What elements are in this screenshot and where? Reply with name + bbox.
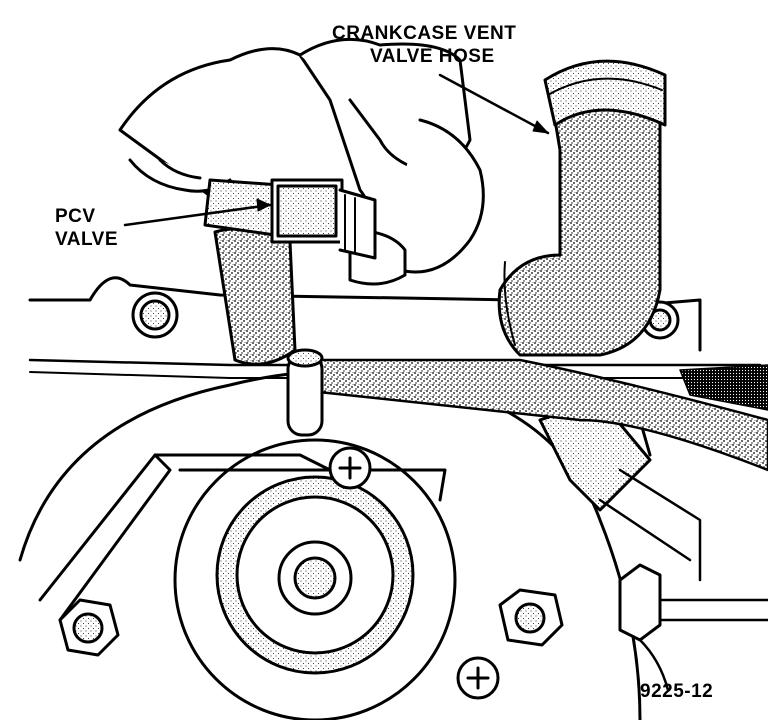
valve-cover-bolt-left [131,291,179,339]
vent-nipple [286,348,324,437]
pcv-label-line1: PCV [55,206,96,227]
crankcase-label-line2: VALVE HOSE [370,46,495,67]
belt-hatch [679,364,768,411]
crankcase-vent-hose [497,106,662,357]
hand [118,37,485,286]
crankcase-vent-hose-label: CRANKCASE VENT VALVE HOSE [332,22,516,68]
figure-number: 9225-12 [640,681,714,702]
pulley [173,438,457,722]
pcv-valve-body [203,178,377,260]
vacuum-tube [288,358,768,472]
bracket [38,453,447,622]
screw-bottom [456,656,500,700]
hose-top-cap [543,59,667,127]
leader-crankcase [438,73,550,135]
pcv-grommet-hose [213,227,297,366]
screw-top [328,446,372,490]
lower-center-bolt [498,588,564,647]
lower-left-bolt [58,598,120,657]
crankcase-label-line1: CRANKCASE VENT [332,23,517,44]
right-side-bolt [618,563,768,642]
leader-pcv [123,203,272,227]
pcv-label-line2: VALVE [55,229,119,250]
pcv-valve-label: PCV VALVE [55,205,118,251]
